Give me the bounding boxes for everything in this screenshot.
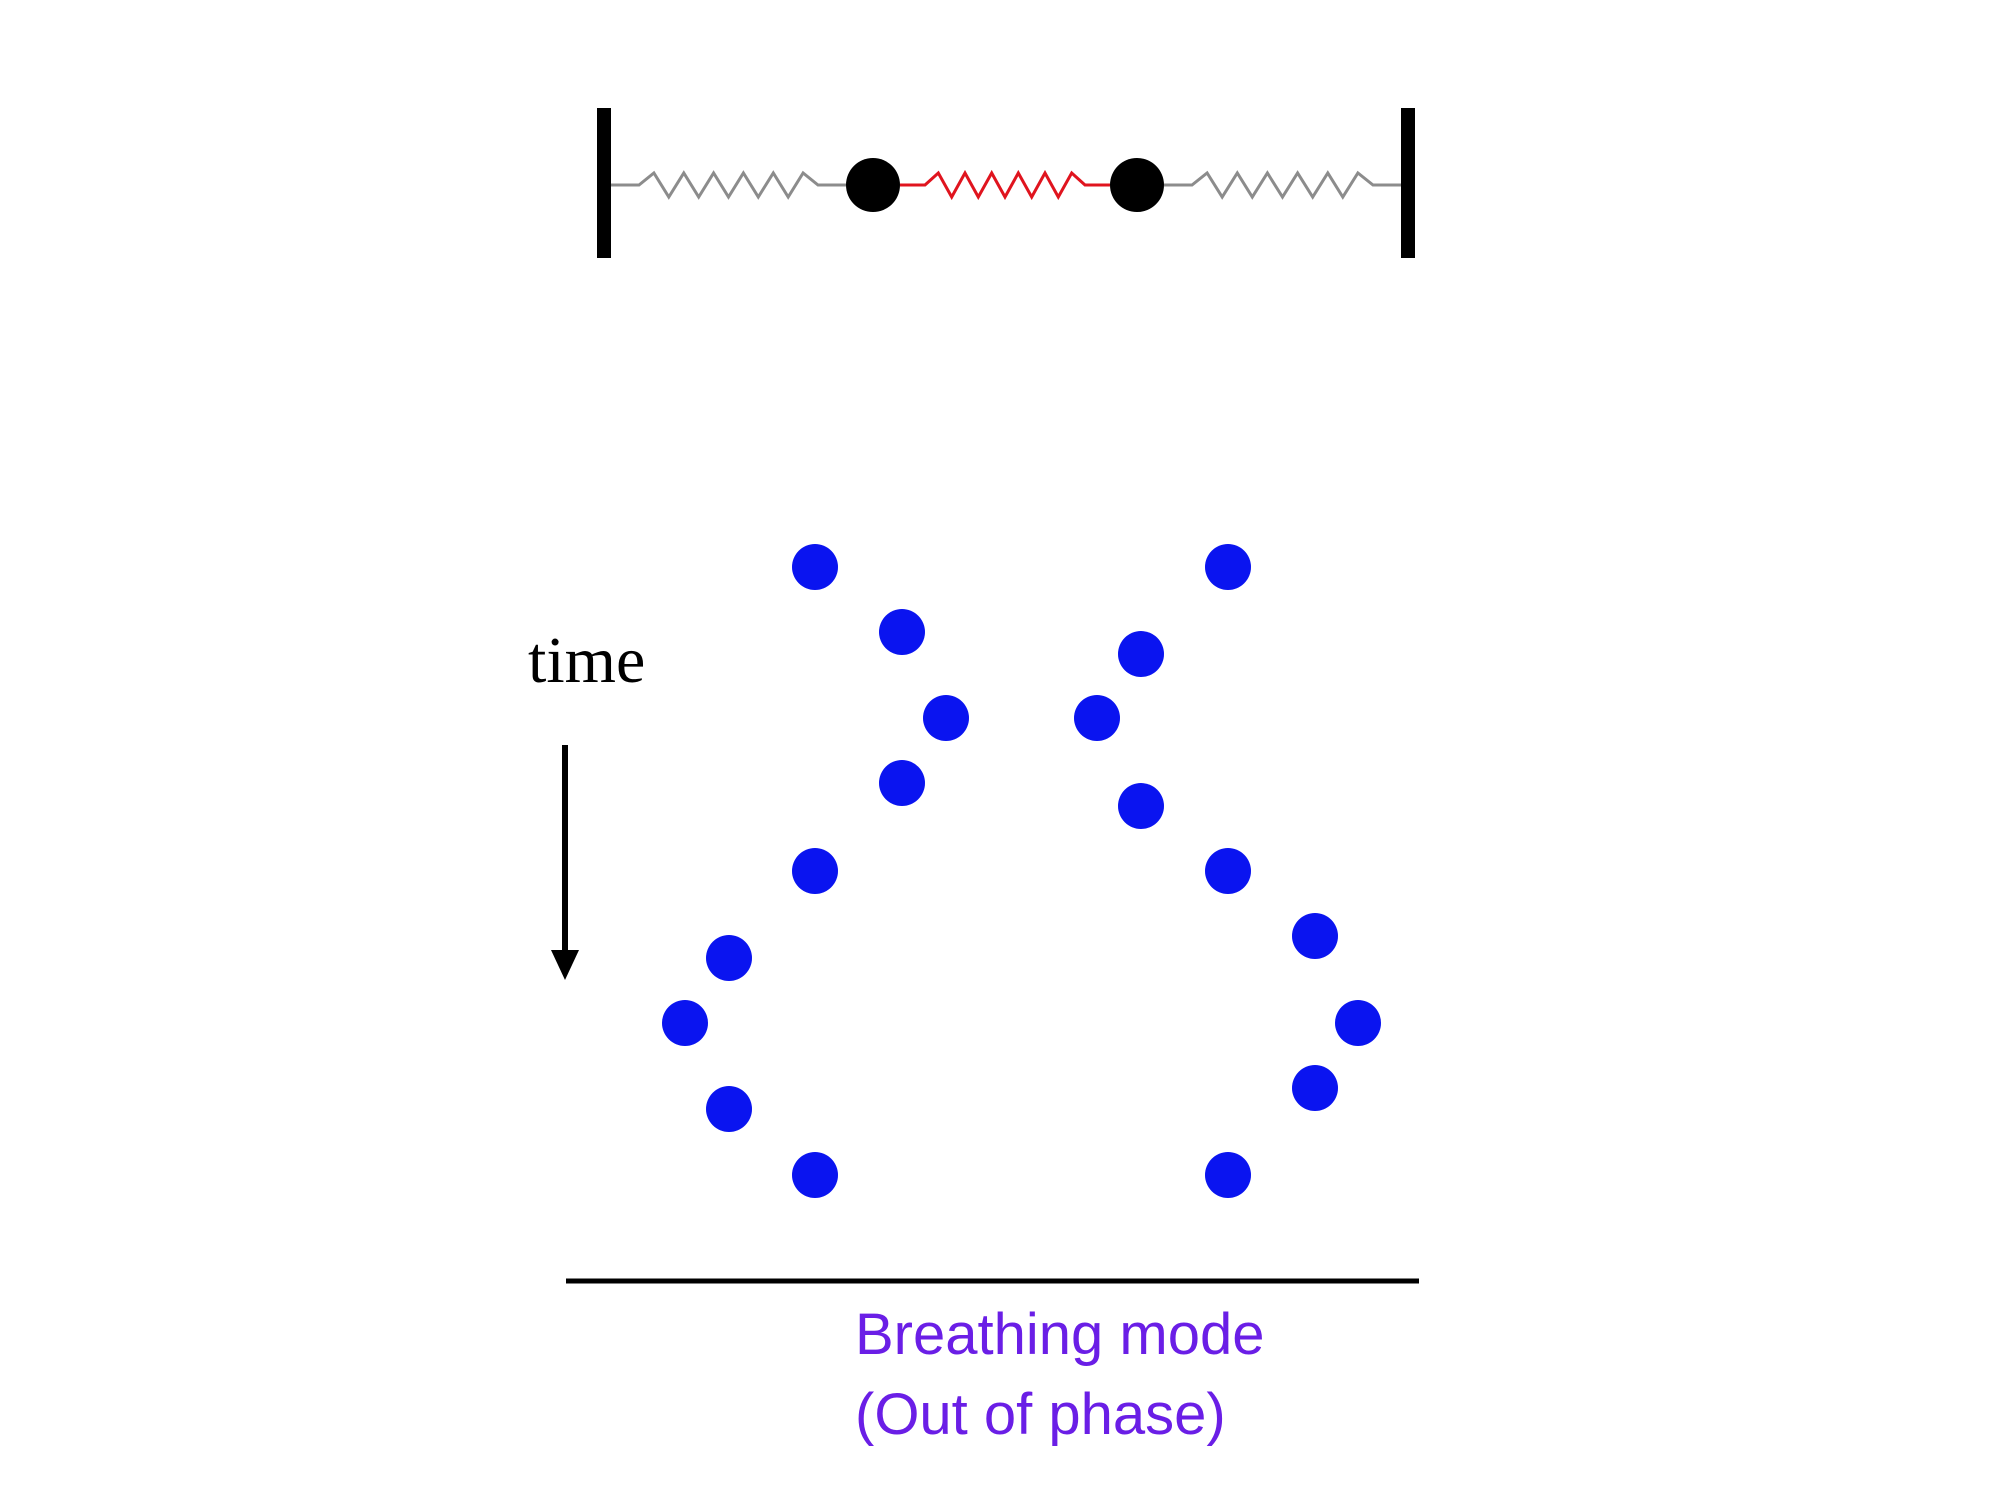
coupling-spring	[900, 169, 1110, 201]
left-mass-trajectory-dot-1	[792, 544, 838, 590]
left-mass-trajectory-dot-9	[792, 1152, 838, 1198]
left-mass-trajectory-dot-3	[923, 695, 969, 741]
left-mass-trajectory-dot-2	[879, 609, 925, 655]
right-mass	[1110, 158, 1164, 212]
left-mass-trajectory-dot-6	[706, 935, 752, 981]
right-mass-trajectory-dot-7	[1335, 1000, 1381, 1046]
mass-trajectories	[662, 544, 1381, 1198]
right-spring	[1164, 170, 1401, 200]
left-mass-trajectory-dot-4	[879, 760, 925, 806]
left-wall	[597, 108, 611, 258]
spring-mass-system	[597, 108, 1415, 258]
right-wall	[1401, 108, 1415, 258]
right-mass-trajectory-dot-5	[1205, 848, 1251, 894]
right-mass-trajectory-dot-6	[1292, 913, 1338, 959]
mode-title: Breathing mode	[855, 1302, 1265, 1367]
left-spring	[611, 170, 846, 200]
right-mass-trajectory-dot-1	[1205, 544, 1251, 590]
left-mass	[846, 158, 900, 212]
right-mass-trajectory-dot-4	[1118, 783, 1164, 829]
right-mass-trajectory-dot-2	[1118, 631, 1164, 677]
left-mass-trajectory-dot-7	[662, 1000, 708, 1046]
down-arrow-icon	[551, 745, 579, 980]
right-mass-trajectory-dot-3	[1074, 695, 1120, 741]
time-label: time	[528, 624, 646, 697]
left-mass-trajectory-dot-5	[792, 848, 838, 894]
left-mass-trajectory-dot-8	[706, 1086, 752, 1132]
right-mass-trajectory-dot-9	[1205, 1152, 1251, 1198]
mode-subtitle: (Out of phase)	[855, 1382, 1226, 1447]
right-mass-trajectory-dot-8	[1292, 1065, 1338, 1111]
